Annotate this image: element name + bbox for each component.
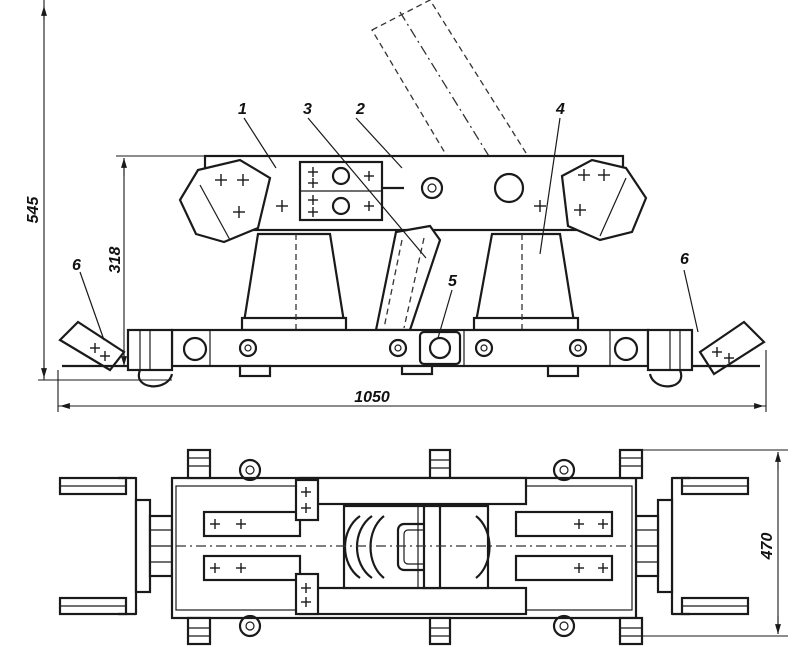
left-rubber-support xyxy=(240,232,348,332)
leader-lines xyxy=(79,117,699,341)
part-label-1: 1 xyxy=(238,101,247,118)
side-view: 1 2 3 4 5 6 6 545 318 105 xyxy=(25,0,767,412)
bracket-plate xyxy=(298,160,525,222)
left-end-clamp xyxy=(58,320,174,388)
part-label-2: 2 xyxy=(355,101,365,118)
left-end-bracket xyxy=(58,476,174,616)
dimension-label-1050: 1050 xyxy=(354,389,390,406)
part-label-6-right: 6 xyxy=(680,251,689,268)
part-label-6-left: 6 xyxy=(72,257,81,274)
right-end-bracket xyxy=(634,476,750,616)
plan-centre-beam xyxy=(176,476,632,616)
lever-arm xyxy=(374,224,442,332)
dimension-label-318: 318 xyxy=(107,247,124,274)
dimension-overall-height xyxy=(38,0,172,381)
right-end-clamp xyxy=(646,320,766,388)
right-rubber-support xyxy=(472,232,580,332)
plan-inner-beams xyxy=(202,510,614,582)
lower-frame xyxy=(170,328,650,378)
dimension-label-545: 545 xyxy=(25,196,42,224)
part-label-5: 5 xyxy=(448,273,458,290)
part-label-4: 4 xyxy=(555,101,565,118)
part-label-3: 3 xyxy=(303,101,312,118)
dimension-label-470: 470 xyxy=(759,533,776,561)
plan-view: 470 xyxy=(58,448,788,646)
dimension-overall-length xyxy=(57,350,767,412)
dimension-frame-height xyxy=(116,155,205,366)
dimension-width xyxy=(642,449,788,637)
